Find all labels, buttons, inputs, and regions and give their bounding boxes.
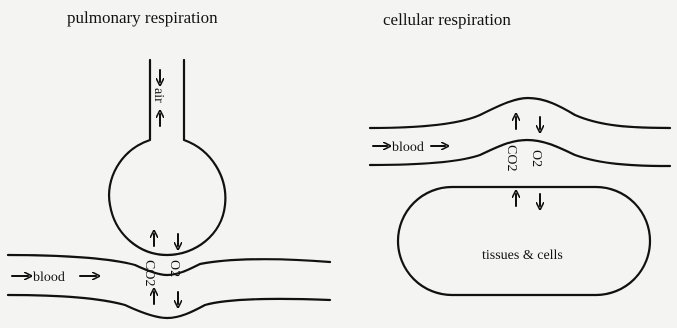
o2-label-pulmonary: O2 [167, 260, 182, 277]
pulmonary-title: pulmonary respiration [67, 8, 218, 27]
blood-label-pulmonary: blood [33, 270, 65, 285]
tissue-capsule [398, 187, 650, 295]
air-label: air [151, 88, 166, 103]
airway-alveolus-outline [109, 60, 225, 255]
cellular-title: cellular respiration [383, 10, 511, 29]
pulmonary-blood-label: blood [12, 270, 96, 285]
co2-label-pulmonary: CO2 [142, 260, 157, 286]
cellular-vessel-upper [370, 98, 670, 128]
pulmonary-vessel-lower [8, 295, 330, 318]
air-flow-label: air [151, 70, 166, 126]
tissue-label: tissues & cells [482, 248, 563, 263]
o2-label-cellular: O2 [529, 150, 544, 167]
co2-label-cellular: CO2 [504, 145, 519, 171]
cellular-blood-label: blood [373, 140, 445, 155]
blood-label-cellular: blood [392, 140, 424, 155]
